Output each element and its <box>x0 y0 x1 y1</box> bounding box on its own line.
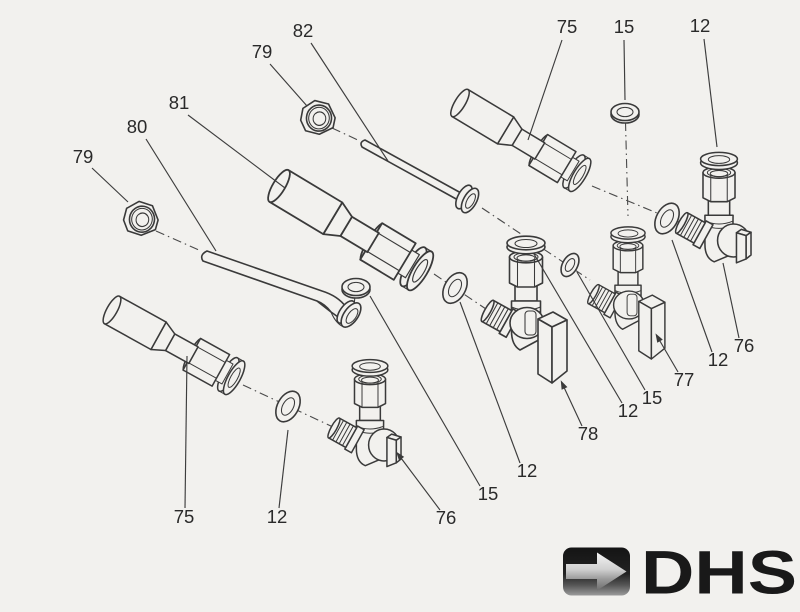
leader-line <box>561 382 583 427</box>
callout-label: 79 <box>252 41 273 62</box>
callout-label: 15 <box>642 387 663 408</box>
callout-label: 75 <box>174 506 195 527</box>
callout-label: 80 <box>127 116 148 137</box>
leader-arrowhead <box>560 380 568 390</box>
part-washer-15-left <box>341 277 371 299</box>
right-arrow-icon <box>566 552 627 591</box>
leader-line <box>278 429 289 509</box>
callout-label: 78 <box>578 423 599 444</box>
leader-line <box>533 253 623 404</box>
callout-label: 15 <box>614 16 635 37</box>
leader-line <box>397 453 441 511</box>
callout-label: 76 <box>436 507 457 528</box>
leader-line <box>722 262 740 339</box>
parts-layer <box>97 83 752 468</box>
part-washer-15-top <box>610 102 640 124</box>
leader-line <box>703 38 718 148</box>
logo-text: DHS <box>641 539 797 607</box>
leader-line <box>91 167 129 203</box>
leader-line <box>187 114 286 189</box>
callout-label: 12 <box>517 460 538 481</box>
leader-arrowhead <box>396 451 405 461</box>
leader-line <box>269 63 308 107</box>
callout-label: 15 <box>478 483 499 504</box>
callout-label: 82 <box>293 20 314 41</box>
leader-line <box>459 301 521 464</box>
leader-line <box>656 335 679 373</box>
leader-line <box>576 271 646 391</box>
callout-label: 79 <box>73 146 94 167</box>
callout-label: 12 <box>708 349 729 370</box>
leader-line <box>184 355 188 509</box>
leader-line <box>145 138 217 252</box>
leader-line <box>527 39 563 141</box>
part-bent-pipe-80 <box>200 250 362 328</box>
leader-arrowhead <box>655 333 663 343</box>
leader-lines <box>91 38 740 511</box>
leader-line <box>369 295 481 487</box>
callout-label: 75 <box>557 16 578 37</box>
leader-line <box>671 239 713 353</box>
dhs-logo: DHS <box>563 539 797 607</box>
part-straight-pipe-82 <box>360 139 480 214</box>
callout-label: 12 <box>618 400 639 421</box>
callout-label: 81 <box>169 92 190 113</box>
callout-label: 12 <box>267 506 288 527</box>
leader-line <box>310 42 389 162</box>
callout-label: 76 <box>734 335 755 356</box>
callout-label: 12 <box>690 15 711 36</box>
callout-label: 77 <box>674 369 695 390</box>
leader-line <box>623 39 626 101</box>
